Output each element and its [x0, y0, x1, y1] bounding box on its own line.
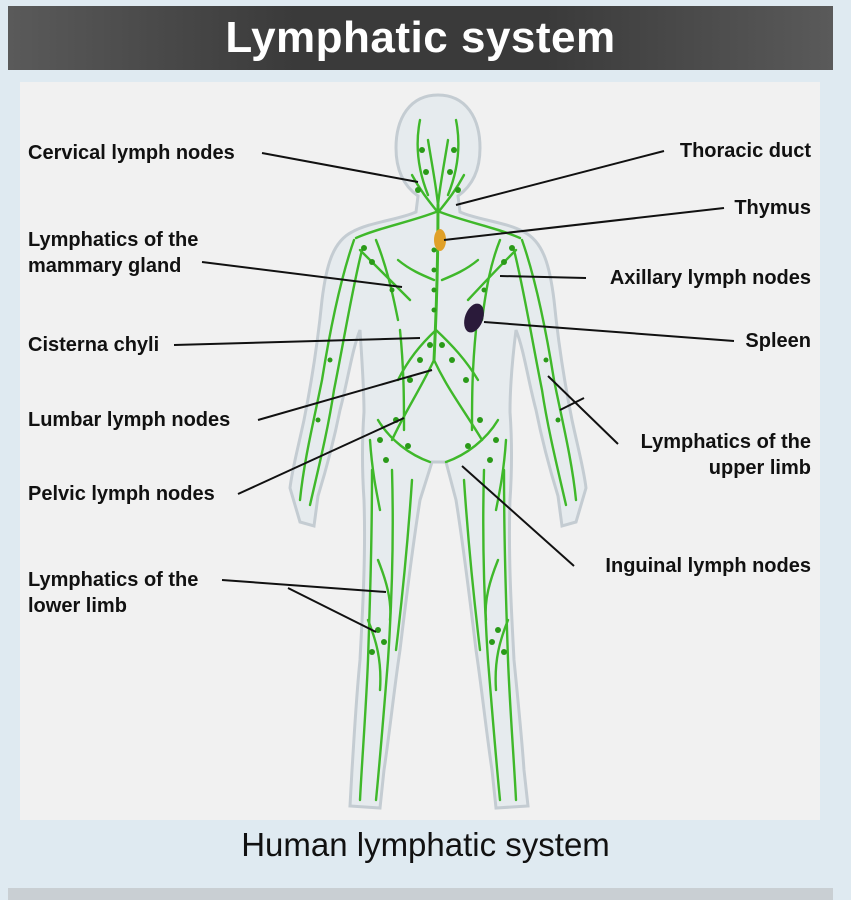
body-silhouette	[288, 93, 588, 810]
body-outline	[288, 93, 588, 810]
thymus-organ	[434, 229, 446, 251]
label-thymus: Thymus	[734, 197, 811, 219]
label-cervical-lymph-nodes: Cervical lymph nodes	[28, 142, 235, 164]
spleen-organ	[464, 303, 484, 333]
label-lower-limb-line1: Lymphatics of the	[28, 569, 199, 591]
title-text: Lymphatic system	[225, 13, 616, 62]
page-title: Lymphatic system	[8, 6, 833, 70]
label-lumbar-lymph-nodes: Lumbar lymph nodes	[28, 409, 231, 431]
label-lower-limb-line2: lower limb	[28, 595, 127, 617]
bottom-bar	[8, 888, 833, 900]
leader-lines	[173, 150, 735, 633]
label-axillary-lymph-nodes: Axillary lymph nodes	[609, 267, 811, 289]
figure-caption: Human lymphatic system	[241, 826, 610, 863]
label-upper-limb-line1: Lymphatics of the	[640, 431, 811, 453]
label-upper-limb-line2: upper limb	[708, 457, 811, 479]
label-pelvic-lymph-nodes: Pelvic lymph nodes	[28, 483, 215, 505]
label-inguinal-lymph-nodes: Inguinal lymph nodes	[605, 555, 811, 577]
label-thoracic-duct: Thoracic duct	[679, 140, 811, 162]
label-spleen: Spleen	[745, 330, 811, 352]
lymph-nodes	[315, 147, 561, 655]
label-mammary-line2: mammary gland	[28, 255, 182, 277]
label-mammary-line1: Lymphatics of the	[28, 229, 199, 251]
label-cisterna-chyli: Cisterna chyli	[28, 334, 160, 356]
